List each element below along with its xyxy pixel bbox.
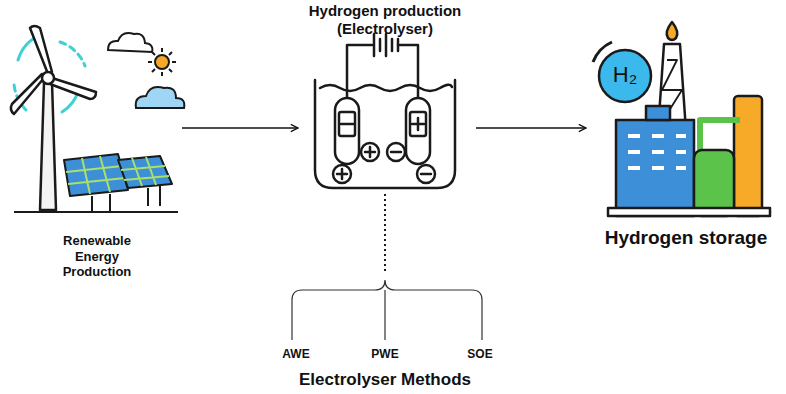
flow-arrow bbox=[182, 127, 298, 129]
solar-panel-part bbox=[14, 211, 178, 213]
sun-part bbox=[155, 55, 169, 69]
wind-turbine-part bbox=[42, 72, 54, 84]
h2-badge-part bbox=[593, 42, 612, 62]
wind-turbine-part bbox=[50, 78, 96, 99]
hydrogen-plant-part bbox=[700, 120, 740, 150]
step-label: Hydrogen storage bbox=[588, 227, 784, 250]
electrolyser-part bbox=[335, 98, 359, 164]
electrolyser-part bbox=[374, 34, 398, 56]
electrolyser-part bbox=[341, 118, 424, 130]
electrolyser-part bbox=[421, 173, 431, 176]
wind-turbine-part bbox=[11, 74, 44, 114]
solar-panel-part bbox=[121, 157, 169, 186]
electrolyser-part bbox=[417, 165, 435, 183]
solar-panel-part bbox=[66, 156, 125, 194]
electrolyser-part bbox=[361, 143, 379, 161]
hydrogen-plant-part bbox=[694, 150, 734, 216]
hydrogen-plant-part bbox=[734, 96, 762, 216]
electrolyser-part bbox=[410, 112, 426, 136]
electrolyser bbox=[315, 34, 455, 188]
electrolyser-part bbox=[391, 151, 401, 154]
electrolyser-part bbox=[339, 112, 355, 136]
illustrated-step: Hydrogen production (Electrolyser) bbox=[300, 2, 474, 192]
dotted-leader bbox=[384, 194, 386, 272]
electrolyser-part bbox=[337, 169, 347, 179]
method-label: PWE bbox=[371, 347, 398, 361]
step-label: Renewable Energy Production bbox=[45, 233, 149, 280]
h2-symbol: H₂ bbox=[613, 62, 637, 88]
methods-bracket bbox=[292, 280, 482, 340]
hydrogen-plant-part bbox=[667, 22, 678, 40]
electrolyser-part bbox=[365, 147, 375, 157]
cloud-part bbox=[108, 33, 152, 52]
method-label: Electrolyser Methods bbox=[299, 370, 471, 390]
method-label: AWE bbox=[282, 347, 309, 361]
hydrogen-plant-part bbox=[646, 106, 670, 120]
wind-turbine-part bbox=[30, 26, 52, 74]
hydrogen-plant-part bbox=[608, 208, 770, 216]
cloud bbox=[108, 33, 184, 108]
flow-arrow bbox=[476, 127, 586, 129]
illustrated-step: Hydrogen storage bbox=[588, 18, 786, 250]
illustrated-step: Renewable Energy Production bbox=[14, 20, 180, 280]
h2-badge bbox=[593, 42, 651, 102]
hydrogen-plant-part bbox=[616, 120, 694, 216]
step-label: Hydrogen production (Electrolyser) bbox=[300, 2, 470, 38]
solar-panel bbox=[14, 154, 178, 212]
wind-turbine-part bbox=[62, 92, 78, 112]
electrolyser-part bbox=[347, 45, 418, 98]
electrolyser-part bbox=[315, 80, 455, 188]
cloud-part bbox=[136, 87, 185, 108]
solar-panel-part bbox=[118, 156, 172, 188]
electrolyser-part bbox=[387, 143, 405, 161]
h2-badge-part bbox=[599, 50, 651, 102]
hydrogen-plant-part bbox=[628, 136, 686, 168]
wind-turbine-part bbox=[40, 82, 56, 210]
electrolyser-part bbox=[320, 85, 452, 91]
wind-turbine-part bbox=[60, 42, 85, 66]
method-label: SOE bbox=[467, 347, 492, 361]
electrolyser-part bbox=[333, 165, 351, 183]
hydrogen-plant bbox=[608, 22, 770, 216]
